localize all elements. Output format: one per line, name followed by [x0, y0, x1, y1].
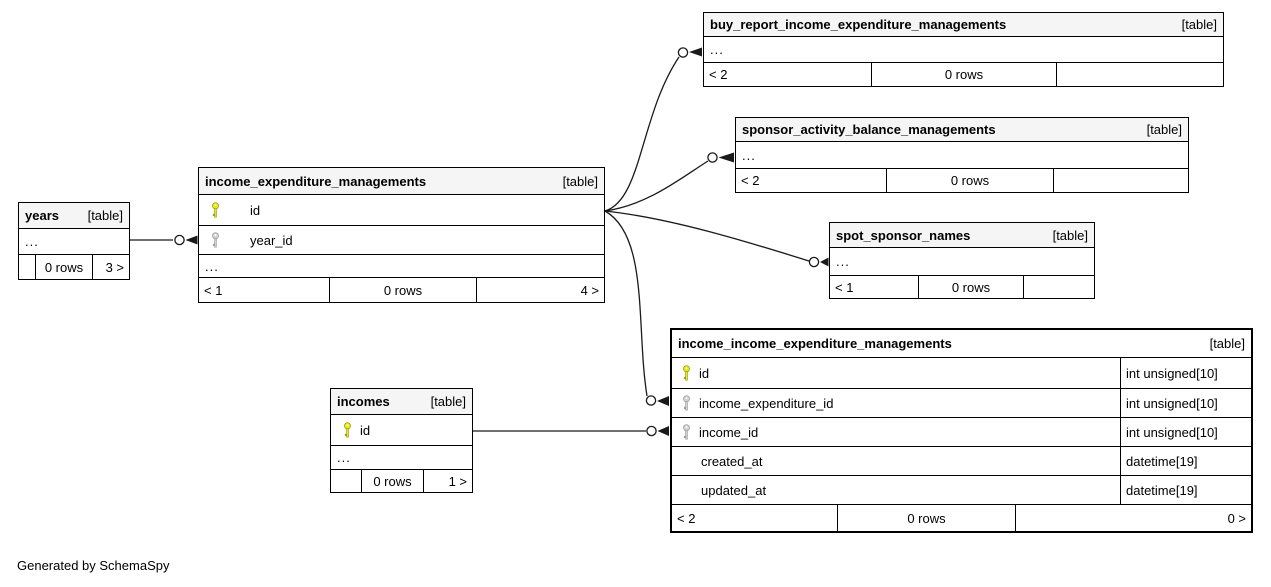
columns-ellipsis: ...	[331, 445, 472, 469]
table-footer: < 1 0 rows 4 >	[199, 277, 604, 302]
columns-ellipsis: ...	[710, 42, 724, 57]
table-name: years	[25, 208, 59, 223]
footer-row-count: 0 rows	[361, 470, 424, 492]
columns-ellipsis: ...	[199, 254, 604, 277]
table-type-tag: [table]	[430, 394, 466, 409]
table-header[interactable]: buy_report_income_expenditure_management…	[704, 13, 1223, 37]
footer-children-count: 0 >	[1227, 510, 1246, 526]
primary-key-icon	[683, 365, 690, 381]
column-name: year_id	[250, 232, 293, 248]
table-footer: < 2 0 rows	[736, 168, 1188, 192]
table-type-tag: [table]	[1209, 336, 1245, 351]
table-incomes[interactable]: incomes [table] id ... 0 rows 1 >	[330, 388, 473, 493]
table-footer: 0 rows 3 >	[19, 254, 129, 279]
column-name: id	[250, 202, 261, 218]
column-name: id	[699, 365, 710, 381]
footer-children-count: 3 >	[105, 259, 124, 275]
footer-parents-count: < 2	[741, 173, 760, 188]
table-header[interactable]: sponsor_activity_balance_managements [ta…	[736, 118, 1188, 142]
table-name: incomes	[337, 394, 390, 409]
table-name: income_income_expenditure_managements	[678, 336, 952, 351]
footer-parents-count	[19, 255, 35, 279]
table-type-tag: [table]	[1146, 122, 1182, 137]
generated-by-caption: Generated by SchemaSpy	[17, 558, 170, 573]
table-type-tag: [table]	[562, 173, 598, 189]
column-name: created_at	[701, 453, 763, 469]
column-name: income_expenditure_id	[699, 395, 834, 411]
table-spot-sponsor-names[interactable]: spot_sponsor_names [table] ... < 1 0 row…	[829, 222, 1095, 299]
table-buy-report-income-expenditure-managements[interactable]: buy_report_income_expenditure_management…	[703, 12, 1224, 87]
table-name: buy_report_income_expenditure_management…	[710, 17, 1007, 32]
footer-parents-count	[331, 470, 361, 492]
table-footer: < 2 0 rows 0 >	[672, 504, 1251, 531]
column-row-updated-at: updated_at datetime[19]	[672, 475, 1251, 504]
relationship-iem-to-sponsor-activity	[604, 152, 734, 212]
footer-row-count: 0 rows	[35, 255, 93, 279]
relationship-iem-to-buy-report	[604, 47, 702, 212]
footer-children-count: 1 >	[448, 473, 467, 489]
table-income-expenditure-managements[interactable]: income_expenditure_managements [table] i…	[198, 167, 605, 303]
primary-key-icon	[344, 422, 351, 438]
column-row-id: id	[331, 415, 472, 445]
column-row-created-at: created_at datetime[19]	[672, 446, 1251, 475]
columns-ellipsis: ...	[25, 234, 39, 249]
column-type: int unsigned[10]	[1120, 389, 1251, 417]
column-row-income-id: income_id int unsigned[10]	[672, 417, 1251, 446]
primary-key-icon	[212, 202, 219, 218]
table-header[interactable]: income_expenditure_managements [table]	[199, 168, 604, 195]
table-income-income-expenditure-managements[interactable]: income_income_expenditure_managements [t…	[670, 328, 1253, 533]
column-name: updated_at	[701, 482, 767, 498]
footer-children-count	[1024, 276, 1094, 298]
footer-children-count	[1057, 63, 1223, 86]
relationship-incomes-to-income-income	[473, 425, 669, 437]
relationship-years-to-income-expenditure	[130, 234, 198, 246]
column-name: id	[360, 422, 371, 438]
column-row-id: id	[199, 195, 604, 225]
table-header[interactable]: years [table]	[19, 203, 129, 229]
columns-ellipsis: ...	[742, 147, 756, 163]
footer-parents-count: < 2	[677, 510, 696, 526]
table-years[interactable]: years [table] ... 0 rows 3 >	[18, 202, 130, 280]
footer-parents-count: < 1	[204, 282, 223, 298]
relationship-iem-to-income-income	[604, 210, 669, 406]
table-header[interactable]: incomes [table]	[331, 389, 472, 415]
table-type-tag: [table]	[1181, 17, 1217, 32]
column-type: datetime[19]	[1120, 447, 1251, 475]
relationship-iem-to-spot-sponsor	[604, 210, 829, 268]
table-sponsor-activity-balance-managements[interactable]: sponsor_activity_balance_managements [ta…	[735, 117, 1189, 193]
column-type: int unsigned[10]	[1120, 418, 1251, 446]
footer-row-count: 0 rows	[918, 276, 1024, 298]
footer-row-count: 0 rows	[837, 505, 1016, 531]
footer-parents-count: < 2	[709, 67, 728, 82]
column-name: income_id	[699, 424, 759, 440]
table-type-tag: [table]	[1052, 227, 1088, 243]
footer-row-count: 0 rows	[886, 169, 1054, 192]
column-row-income-expenditure-id: income_expenditure_id int unsigned[10]	[672, 388, 1251, 417]
column-row-year-id: year_id	[199, 225, 604, 254]
column-row-id: id int unsigned[10]	[672, 358, 1251, 388]
table-footer: < 1 0 rows	[830, 275, 1094, 298]
foreign-key-icon	[212, 232, 219, 248]
column-type: int unsigned[10]	[1120, 358, 1251, 388]
footer-children-count	[1054, 169, 1188, 192]
column-type: datetime[19]	[1120, 476, 1251, 504]
footer-parents-count: < 1	[835, 279, 854, 295]
footer-children-count: 4 >	[580, 282, 599, 298]
footer-row-count: 0 rows	[871, 63, 1057, 86]
table-footer: 0 rows 1 >	[331, 469, 472, 492]
foreign-key-icon	[683, 395, 690, 411]
table-header[interactable]: income_income_expenditure_managements [t…	[672, 330, 1251, 358]
table-name: sponsor_activity_balance_managements	[742, 122, 996, 137]
table-type-tag: [table]	[87, 208, 123, 223]
table-footer: < 2 0 rows	[704, 62, 1223, 86]
table-header[interactable]: spot_sponsor_names [table]	[830, 223, 1094, 248]
footer-row-count: 0 rows	[329, 278, 477, 302]
columns-ellipsis: ...	[836, 254, 850, 269]
table-name: income_expenditure_managements	[205, 173, 427, 189]
table-name: spot_sponsor_names	[836, 227, 971, 243]
foreign-key-icon	[683, 424, 690, 440]
